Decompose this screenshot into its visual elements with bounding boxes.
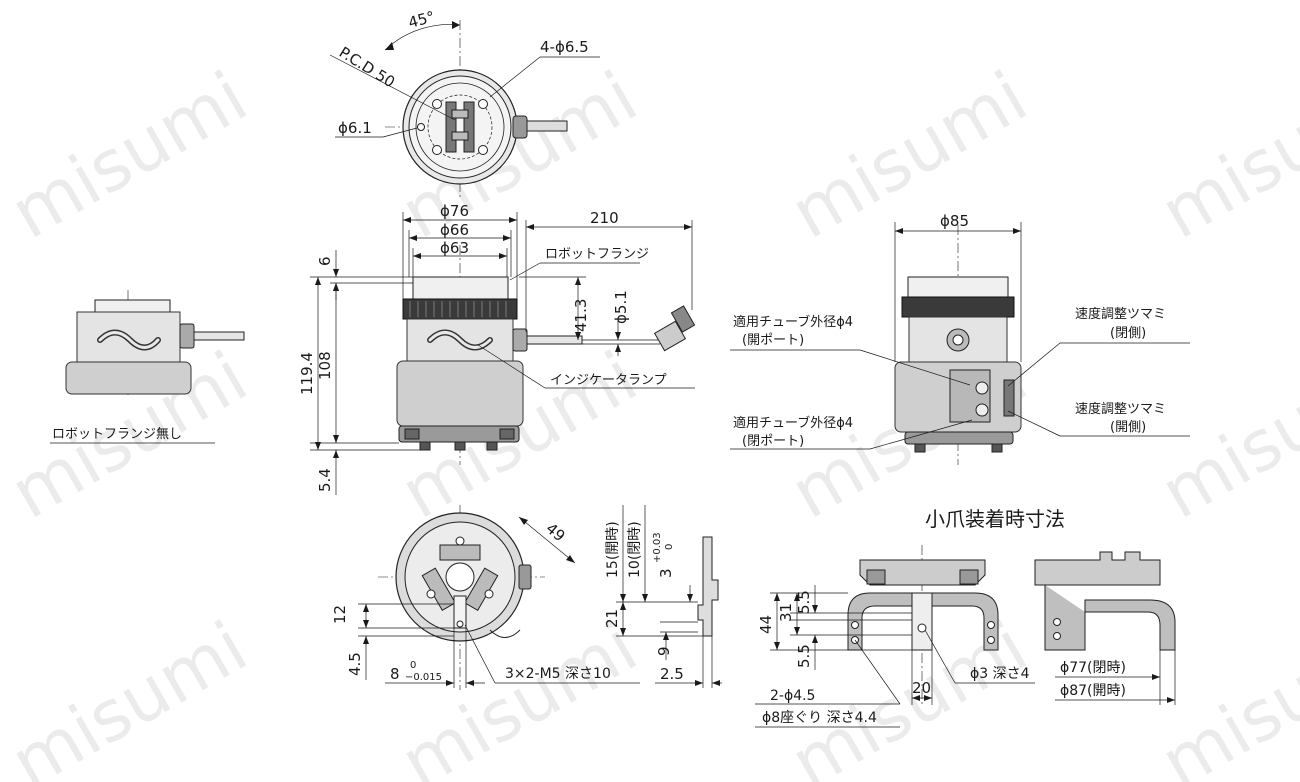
jaw-profile-shape: [697, 536, 719, 637]
bottom-m5-label: 3×2-M5 深さ10: [505, 666, 611, 682]
jaw-open15: 15(開時): [605, 521, 621, 578]
side-h54: 5.4: [316, 468, 334, 492]
top-view-jaw-mechanism: [445, 101, 475, 153]
side-knurled-ring: [402, 298, 518, 320]
no-flange-lower-body: [65, 361, 192, 395]
watermark-4: misumi: [1148, 56, 1300, 255]
side-d51: ϕ5.1: [612, 290, 630, 324]
watermark-9: misumi: [0, 606, 260, 782]
side-lamp-label: インジケータランプ: [550, 373, 667, 388]
top-angle-label: 45°: [406, 8, 436, 32]
bottom-d8-tol-top: 0: [410, 660, 416, 671]
jaw-d25: 2.5: [660, 665, 684, 683]
no-flange-view: ロボットフランジ無し: [50, 290, 245, 444]
side-view: ϕ76 ϕ66 ϕ63 210 ロボットフランジ 41.3: [298, 202, 696, 495]
right-tube-open-2: (開ポート): [742, 333, 804, 348]
claw-top-body: [859, 559, 986, 586]
jaw-close10: 10(閉時): [627, 521, 643, 578]
side-cable-plug: [653, 305, 696, 352]
bottom-d12: 12: [331, 605, 349, 624]
side-cable-length: 210: [590, 209, 619, 227]
bottom-d45: 4.5: [346, 652, 364, 676]
top-pcd-label: P.C.D 50: [336, 43, 398, 91]
right-tube-open-1: 適用チューブ外径ϕ4: [733, 314, 853, 330]
right-knurled-ring: [901, 296, 1015, 318]
side-h413: 41.3: [572, 299, 590, 332]
claw-d87: ϕ87(開時): [1060, 683, 1126, 699]
right-d85: ϕ85: [940, 212, 969, 230]
side-upper-body: [406, 318, 514, 362]
claw-d44: 44: [757, 615, 775, 634]
right-speed-open-2: (開側): [1110, 420, 1146, 435]
side-d63: ϕ63: [440, 239, 469, 257]
claw-d77: ϕ77(閉時): [1060, 660, 1126, 676]
no-flange-label: ロボットフランジ無し: [52, 427, 182, 442]
claw-holes-2: ϕ8座ぐり 深さ4.4: [762, 710, 877, 726]
side-h6: 6: [316, 256, 334, 266]
small-claw-title: 小爪装着時寸法: [925, 507, 1065, 531]
side-h1194: 119.4: [298, 352, 316, 395]
bottom-d8-tol-bot: −0.015: [405, 672, 442, 683]
claw-holes-1: 2-ϕ4.5: [770, 688, 815, 704]
side-d66: ϕ66: [440, 221, 469, 239]
watermark-1: misumi: [0, 56, 260, 255]
jaw-side-profile: 15(開時) 10(閉時) 3 +0.03 0 21 9 2.5: [603, 505, 722, 688]
right-tube-close-2: (閉ポート): [742, 434, 804, 449]
jaw-d9: 9: [655, 646, 673, 656]
top-view: 45° P.C.D 50 4-ϕ6.5 ϕ6.1: [329, 8, 600, 200]
claw-side-body: [1034, 551, 1161, 586]
bottom-view: 49 12 4.5 8 0 −0.015 3×2-M5 深さ10: [331, 505, 640, 690]
claw-d55a: 5.5: [795, 590, 813, 614]
right-speed-open-1: 速度調整ツマミ: [1075, 401, 1166, 417]
bottom-d49: 49: [542, 519, 568, 545]
small-claw-view: 小爪装着時寸法 44 31 5.5 5.5: [755, 507, 1176, 728]
side-flange-label: ロボットフランジ: [545, 247, 649, 262]
claw-side-arm: [1044, 585, 1176, 651]
jaw-three-tol-top: +0.03: [652, 532, 663, 563]
jaw-three: 3: [657, 568, 675, 578]
side-lower-body: [396, 360, 524, 427]
watermark-8: misumi: [1148, 336, 1300, 535]
jaw-d21: 21: [603, 609, 621, 628]
side-h108: 108: [316, 351, 334, 380]
right-speed-knob-open: [975, 403, 989, 417]
right-view: ϕ85 適用チューブ外径ϕ4 (開ポート) 適用チューブ外径ϕ4 (閉ポート) …: [730, 212, 1190, 465]
watermark-3: misumi: [778, 56, 1041, 255]
jaw-three-tol-bot: 0: [664, 544, 675, 550]
claw-right-arm: [931, 592, 999, 651]
watermark-11: misumi: [778, 606, 1041, 782]
side-d76: ϕ76: [440, 202, 469, 220]
claw-d20: 20: [912, 679, 931, 697]
right-speed-knob-close: [975, 381, 989, 395]
top-holes-label: 4-ϕ6.5: [540, 38, 589, 56]
side-robot-flange: [412, 276, 509, 300]
bottom-jaws: [421, 544, 499, 612]
right-tube-close-1: 適用チューブ外径ϕ4: [733, 415, 853, 431]
claw-d55b: 5.5: [795, 644, 813, 668]
right-speed-close-2: (閉側): [1110, 326, 1146, 341]
top-view-bolt-holes: [417, 99, 488, 155]
right-speed-close-1: 速度調整ツマミ: [1075, 306, 1166, 322]
top-pin-label: ϕ6.1: [338, 119, 372, 137]
claw-d31: 31: [777, 603, 795, 622]
claw-d3: ϕ3 深さ4: [970, 666, 1030, 682]
bottom-d8: 8: [390, 665, 400, 683]
